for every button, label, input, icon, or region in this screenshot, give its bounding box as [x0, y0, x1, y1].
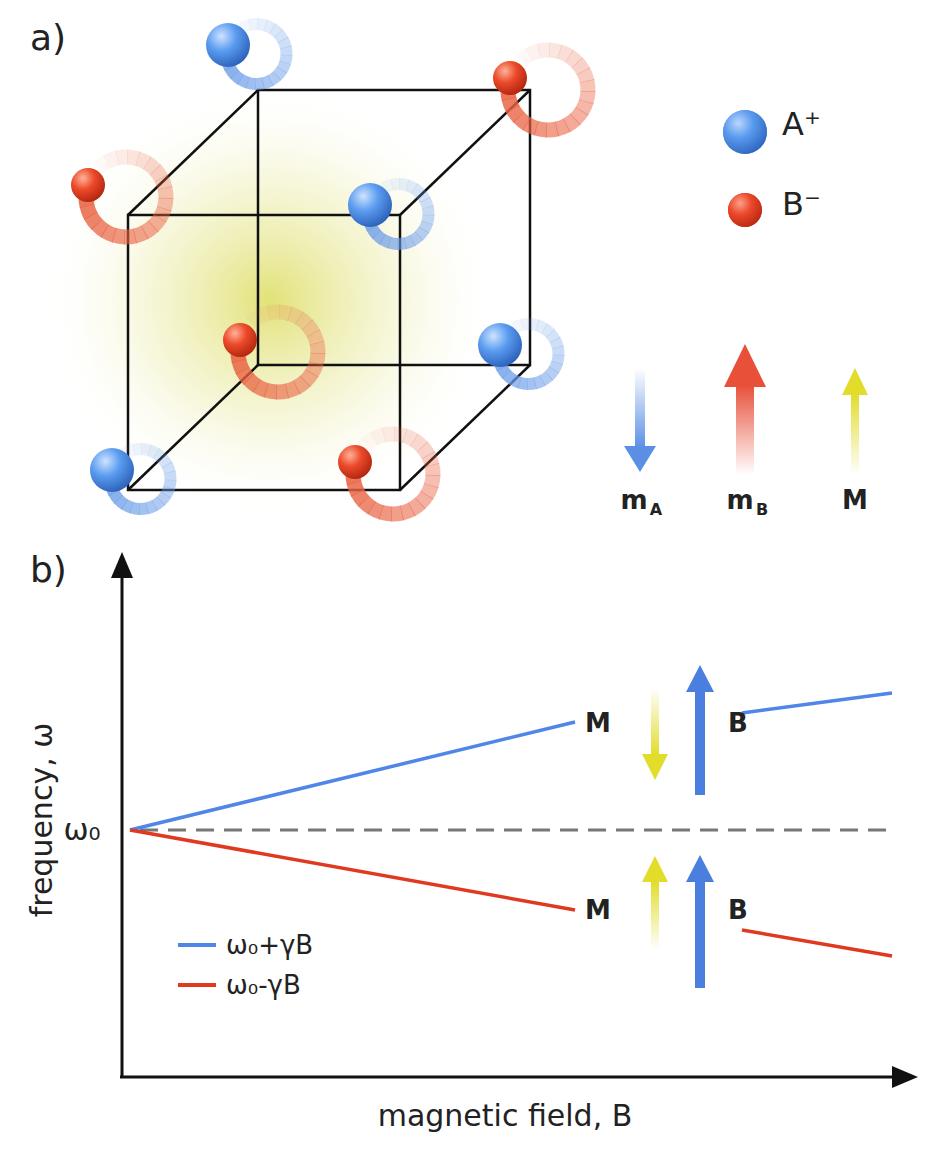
axes	[111, 552, 918, 1088]
field-arrows	[642, 665, 714, 988]
field-label: B	[728, 710, 748, 736]
legend-text: A⁺	[782, 108, 821, 140]
legend-swatch	[723, 110, 767, 154]
cube	[128, 90, 530, 490]
panel-label: a)	[30, 20, 66, 56]
moment-subscript: B	[756, 502, 768, 518]
moment-label: m	[620, 487, 647, 513]
split-branches	[130, 693, 892, 956]
moment-label: m	[726, 487, 753, 513]
legend-swatch	[178, 983, 216, 987]
moment-subscript: A	[650, 502, 662, 518]
orbits	[86, 24, 588, 514]
field-label: B	[728, 897, 748, 923]
legend-text: ω₀-γB	[226, 972, 301, 998]
axis-title: frequency, ω	[27, 723, 57, 918]
panel-label: b)	[30, 552, 67, 588]
magnetization-label: M	[585, 710, 611, 736]
axis-title: magnetic field, B	[378, 1101, 633, 1131]
zero-field-line	[140, 829, 890, 832]
axis-tick-label: ω₀	[63, 815, 100, 845]
legend-text: ω₀+γB	[226, 932, 313, 958]
magnetization-label: M	[585, 897, 611, 923]
magnetization-label: M	[842, 487, 868, 513]
legend-swatch	[178, 943, 216, 947]
magnetization-glow	[40, 80, 500, 520]
legend-swatch	[728, 193, 762, 227]
moment-arrows	[624, 344, 868, 475]
ions	[71, 23, 527, 492]
legend-text: B⁻	[782, 188, 821, 220]
